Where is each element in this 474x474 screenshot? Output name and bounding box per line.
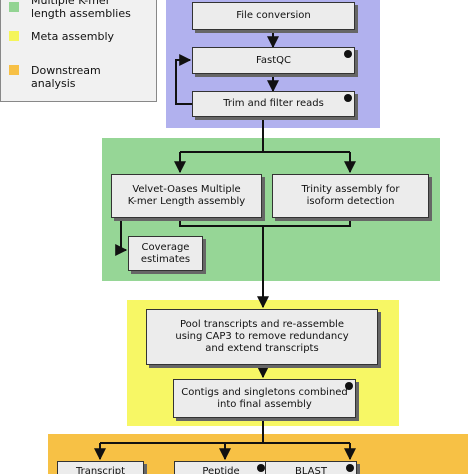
box-trim-filter: Trim and filter reads — [192, 91, 355, 117]
legend-swatch-green — [9, 2, 19, 12]
marker-dot-icon — [345, 382, 353, 390]
box-fastqc: FastQC — [192, 47, 355, 74]
box-peptide-text: Peptide — [202, 466, 240, 474]
marker-dot-icon — [344, 94, 352, 102]
marker-dot-icon — [344, 50, 352, 58]
legend-swatch-orange — [9, 65, 19, 75]
legend-label: Meta assembly — [31, 30, 115, 43]
box-trim-filter-text: Trim and filter reads — [223, 98, 324, 109]
arrow-trim-loop-back — [175, 54, 192, 105]
box-fastqc-text: FastQC — [256, 54, 291, 66]
box-file-conversion-text: File conversion — [236, 10, 311, 21]
box-peptide: Peptide — [174, 461, 268, 474]
marker-dot-icon — [346, 464, 354, 472]
box-blast: BLAST — [265, 461, 357, 474]
marker-dot-icon — [257, 464, 265, 472]
arrow-velvet-to-coverage — [115, 218, 128, 256]
box-transcript-text: Transcript — [75, 466, 126, 474]
legend-swatch-yellow — [9, 31, 19, 41]
box-blast-text: BLAST — [295, 466, 327, 474]
link-trinity-to-merge — [263, 218, 351, 227]
arrow-assembly-to-pool — [179, 218, 269, 309]
box-file-conversion: File conversion — [192, 2, 355, 30]
box-transcript: Transcript — [57, 461, 144, 474]
